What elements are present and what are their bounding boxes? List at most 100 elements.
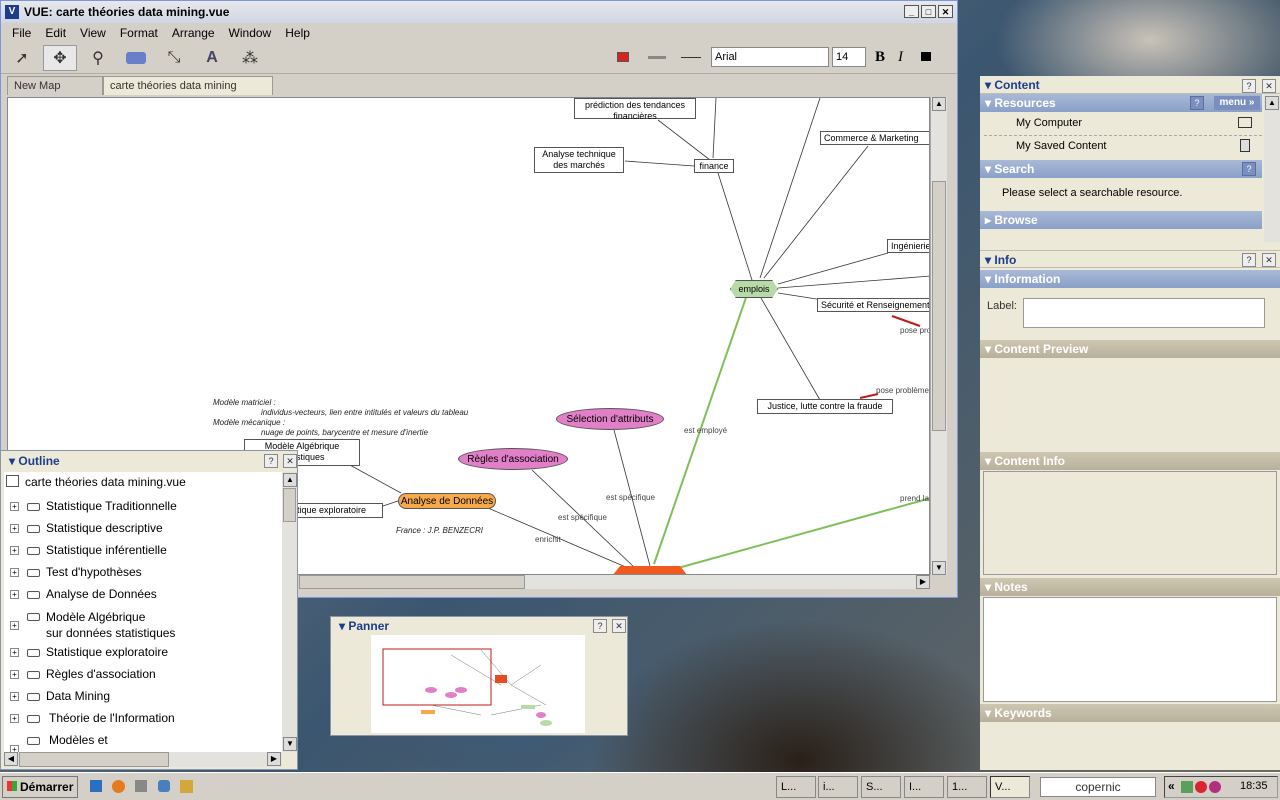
tray-icon-1[interactable]	[1181, 781, 1193, 793]
expand-icon[interactable]: +	[10, 670, 19, 679]
quicklaunch-mail-icon[interactable]	[158, 780, 170, 792]
panner-header[interactable]: ▾ Panner	[339, 619, 390, 633]
outline-item[interactable]: +Statistique inférentielle	[10, 543, 167, 557]
resources-help-icon[interactable]: ?	[1190, 96, 1204, 110]
quicklaunch-firefox-icon[interactable]	[112, 780, 125, 793]
outline-item[interactable]: +Règles d'association	[10, 667, 156, 681]
expand-icon[interactable]: +	[10, 745, 19, 752]
outline-item[interactable]: +Modèles et	[10, 733, 108, 752]
search-header[interactable]: ▾ Search	[980, 160, 1262, 178]
stroke-style-icon[interactable]	[681, 57, 701, 58]
outline-header[interactable]: ▾ Outline	[9, 454, 60, 468]
font-size-select[interactable]: 14	[832, 47, 866, 67]
node-finance[interactable]: finance	[694, 159, 734, 173]
node-securite[interactable]: Sécurité et Renseignement	[817, 298, 929, 312]
panner-help-icon[interactable]: ?	[593, 619, 607, 633]
menu-edit[interactable]: Edit	[45, 26, 67, 40]
expand-icon[interactable]: +	[10, 546, 19, 555]
node-prediction-tendances[interactable]: prédiction des tendances financières	[574, 98, 696, 121]
quicklaunch-vue-icon[interactable]	[180, 780, 193, 793]
browse-header[interactable]: ▸ Browse	[980, 211, 1262, 229]
info-help-icon[interactable]: ?	[1242, 253, 1256, 267]
task-i[interactable]: I...	[904, 776, 944, 798]
scroll-right-icon[interactable]: ▶	[916, 575, 930, 589]
zoom-tool-icon[interactable]: ⚲	[92, 50, 104, 67]
content-close-icon[interactable]: ✕	[1262, 79, 1276, 93]
outline-scroll-right-icon[interactable]: ▶	[267, 752, 281, 766]
start-button[interactable]: Démarrer	[2, 776, 78, 798]
expand-icon[interactable]: +	[10, 621, 19, 630]
map-canvas[interactable]: prédiction des tendances financières Ana…	[7, 97, 930, 575]
outline-scroll-left-icon[interactable]: ◀	[4, 752, 18, 766]
tray-expand-icon[interactable]: «	[1168, 779, 1175, 793]
fill-color-icon[interactable]	[617, 52, 629, 62]
stroke-color-icon[interactable]	[648, 56, 666, 59]
node-justice[interactable]: Justice, lutte contre la fraude	[757, 399, 893, 414]
font-family-select[interactable]: Arial	[711, 47, 829, 67]
node-emplois[interactable]: emplois	[730, 280, 778, 298]
quicklaunch-tool-icon[interactable]	[135, 780, 147, 792]
search-help-icon[interactable]: ?	[1242, 162, 1256, 176]
outline-horizontal-scrollbar[interactable]: ◀ ▶	[4, 752, 282, 767]
node-stat-exploratoire[interactable]: tique exploratoire	[293, 503, 383, 518]
maximize-button[interactable]: □	[921, 5, 936, 18]
bold-button[interactable]: B	[875, 49, 886, 65]
menu-window[interactable]: Window	[228, 26, 272, 40]
outline-item[interactable]: +Statistique Traditionnelle	[10, 499, 177, 513]
text-tool-icon[interactable]: A	[206, 49, 218, 66]
notes-textarea[interactable]	[983, 597, 1277, 702]
node-selection-attributs[interactable]: Sélection d'attributs	[556, 408, 664, 430]
expand-icon[interactable]: +	[10, 590, 19, 599]
horizontal-scroll-thumb[interactable]	[299, 575, 525, 589]
outline-scroll-thumb[interactable]	[283, 488, 296, 522]
resources-scroll-up-icon[interactable]: ▲	[1265, 96, 1279, 110]
scroll-down-icon[interactable]: ▼	[932, 561, 946, 575]
link-tool-icon[interactable]: ⤡	[167, 49, 181, 66]
outline-item[interactable]: +Statistique descriptive	[10, 521, 163, 535]
expand-icon[interactable]: +	[10, 502, 19, 511]
expand-icon[interactable]: +	[10, 648, 19, 657]
task-1[interactable]: 1...	[947, 776, 987, 798]
vertical-scroll-thumb[interactable]	[932, 181, 946, 431]
outline-close-icon[interactable]: ✕	[283, 454, 297, 468]
outline-item[interactable]: +Modèle Algébrique sur données statistiq…	[10, 609, 175, 641]
menu-file[interactable]: File	[12, 26, 32, 40]
quicklaunch-ie-icon[interactable]	[90, 780, 102, 792]
menu-view[interactable]: View	[80, 26, 106, 40]
expand-icon[interactable]: +	[10, 524, 19, 533]
selection-tool-icon[interactable]: ➚	[15, 50, 29, 67]
task-firefox[interactable]: L...	[776, 776, 816, 798]
expand-icon[interactable]: +	[10, 692, 19, 701]
outline-item[interactable]: +Analyse de Données	[10, 587, 157, 601]
content-info-header[interactable]: ▾ Content Info	[980, 452, 1280, 470]
close-button[interactable]: ✕	[938, 5, 953, 18]
outline-root[interactable]: carte théories data mining.vue	[6, 475, 186, 489]
notes-header[interactable]: ▾ Notes	[980, 578, 1280, 596]
pan-tool-icon[interactable]: ✥	[43, 45, 77, 71]
node-commerce-marketing[interactable]: Commerce & Marketing	[820, 131, 929, 145]
tray-icon-3[interactable]	[1209, 781, 1221, 793]
expand-icon[interactable]: +	[10, 714, 19, 723]
label-input[interactable]	[1023, 298, 1265, 328]
tab-new-map[interactable]: New Map (100%)	[7, 76, 103, 111]
outline-item[interactable]: +Statistique exploratoire	[10, 645, 168, 659]
outline-scroll-up-icon[interactable]: ▲	[283, 473, 297, 487]
outline-item[interactable]: +Data Mining	[10, 689, 110, 703]
minimize-button[interactable]: _	[904, 5, 919, 18]
outline-scroll-down-icon[interactable]: ▼	[283, 737, 297, 751]
scroll-up-icon[interactable]: ▲	[932, 97, 946, 111]
outline-item[interactable]: +Test d'hypothèses	[10, 565, 142, 579]
task-vue[interactable]: V...	[990, 776, 1030, 798]
outline-help-icon[interactable]: ?	[264, 454, 278, 468]
panner-close-icon[interactable]: ✕	[612, 619, 626, 633]
resources-menu-button[interactable]: menu »	[1214, 96, 1260, 110]
content-header[interactable]: ▾ Content	[980, 76, 1280, 94]
outline-item[interactable]: +Théorie de l'Information	[10, 711, 175, 725]
pathway-tool-icon[interactable]: ⁂	[242, 50, 258, 67]
panner-map-preview[interactable]	[371, 635, 585, 733]
info-close-icon[interactable]: ✕	[1262, 253, 1276, 267]
task-folder[interactable]: i...	[818, 776, 858, 798]
menu-format[interactable]: Format	[119, 26, 158, 40]
content-help-icon[interactable]: ?	[1242, 79, 1256, 93]
node-regles-association[interactable]: Règles d'association	[458, 448, 568, 470]
